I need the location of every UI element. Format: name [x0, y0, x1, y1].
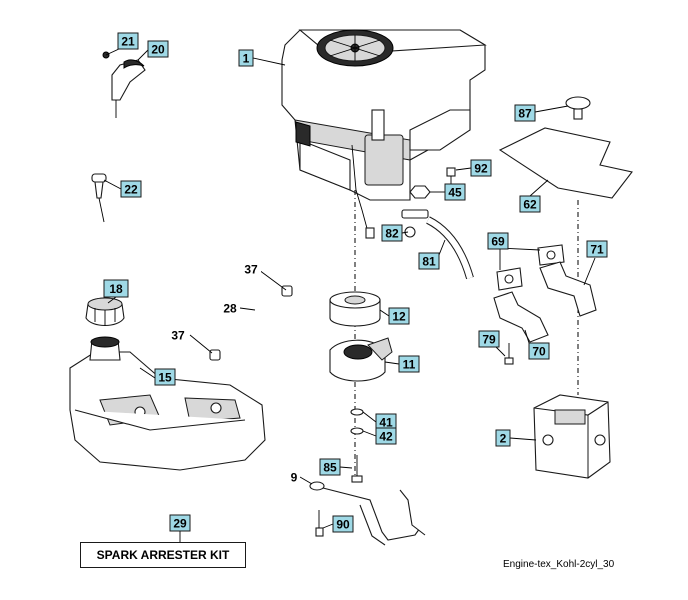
- callout-label: 85: [323, 461, 337, 475]
- figure-id-label: Engine-tex_Kohl-2cyl_30: [503, 559, 615, 570]
- callout-37-bottom: 37: [168, 327, 188, 343]
- bolt-90-illustration: [315, 510, 324, 537]
- callout-label: 37: [244, 263, 258, 277]
- knob-87-illustration: [565, 96, 591, 120]
- callout-label: 37: [171, 329, 185, 343]
- callout-90: 90: [332, 515, 354, 533]
- callout-label: 81: [422, 255, 436, 269]
- callout-42: 42: [375, 427, 397, 445]
- callout-label: 82: [385, 227, 399, 241]
- callout-81: 81: [418, 252, 440, 270]
- callout-label: 62: [523, 198, 537, 212]
- muffler-illustration: [533, 394, 611, 479]
- callout-11: 11: [398, 355, 420, 373]
- fuel-cap-illustration: [85, 297, 125, 327]
- dipstick-bracket-illustration: [102, 51, 146, 118]
- callout-21: 21: [117, 32, 139, 50]
- callout-18: 18: [103, 279, 129, 298]
- callout-label: 20: [151, 43, 165, 57]
- callout-69: 69: [487, 232, 509, 250]
- callout-28: 28: [220, 300, 240, 316]
- pulley-illustration: [329, 291, 381, 327]
- bolt-85-illustration: [351, 455, 363, 483]
- callout-label: 45: [448, 186, 462, 200]
- callout-92: 92: [470, 159, 492, 177]
- nut-45-illustration: [409, 185, 431, 199]
- callout-62: 62: [519, 195, 541, 213]
- callout-37-top: 37: [241, 261, 261, 277]
- callout-70: 70: [528, 342, 550, 360]
- callout-29: 29: [169, 514, 191, 532]
- callout-87: 87: [514, 104, 536, 122]
- callout-12: 12: [388, 307, 410, 325]
- callout-79: 79: [478, 330, 500, 348]
- callout-71: 71: [586, 240, 608, 258]
- washer-42-illustration: [350, 427, 364, 435]
- callout-label: 22: [124, 183, 138, 197]
- callout-9: 9: [288, 469, 300, 485]
- callout-41: 41: [375, 413, 397, 431]
- fuel-hose-illustration: [209, 285, 293, 361]
- callout-label: 70: [532, 345, 546, 359]
- callout-label: 21: [121, 35, 135, 49]
- gasket-illustration: [496, 244, 565, 291]
- callout-label: 87: [518, 107, 532, 121]
- callout-85: 85: [319, 458, 341, 476]
- callout-label: 41: [379, 416, 393, 430]
- callout-label: 90: [336, 518, 350, 532]
- callout-label: 79: [482, 333, 496, 347]
- callout-label: 11: [403, 358, 416, 372]
- callout-2: 2: [495, 429, 511, 447]
- callout-label: 71: [590, 243, 604, 257]
- callout-45: 45: [444, 183, 466, 201]
- callout-label: 28: [223, 302, 237, 316]
- spark-arrester-kit-label: SPARK ARRESTER KIT: [80, 542, 246, 568]
- callout-20: 20: [147, 40, 169, 58]
- callout-82: 82: [381, 224, 403, 242]
- callout-label: 42: [379, 430, 393, 444]
- callout-1: 1: [238, 49, 254, 67]
- clutch-illustration: [329, 337, 393, 382]
- callout-22: 22: [120, 180, 142, 198]
- rod-bracket-illustration: [309, 481, 426, 546]
- bolt-79-illustration: [504, 343, 514, 365]
- heat-shield-illustration: [498, 127, 633, 199]
- engine-illustration: [281, 29, 487, 239]
- washer-41-illustration: [350, 408, 364, 416]
- fuel-tank-illustration: [69, 336, 266, 471]
- breather-illustration: [401, 209, 474, 280]
- callout-label: 29: [173, 517, 187, 531]
- callout-label: 1: [243, 52, 250, 66]
- callout-label: 92: [474, 162, 488, 176]
- exhaust-pipe-illustration: [493, 261, 597, 343]
- callout-15: 15: [154, 368, 176, 386]
- dipstick-illustration: [91, 173, 107, 223]
- callout-label: 18: [109, 282, 123, 296]
- callout-label: 9: [291, 471, 298, 485]
- callout-label: 2: [500, 432, 507, 446]
- callout-label: 15: [158, 371, 172, 385]
- callout-label: 12: [392, 310, 406, 324]
- callout-label: 69: [491, 235, 505, 249]
